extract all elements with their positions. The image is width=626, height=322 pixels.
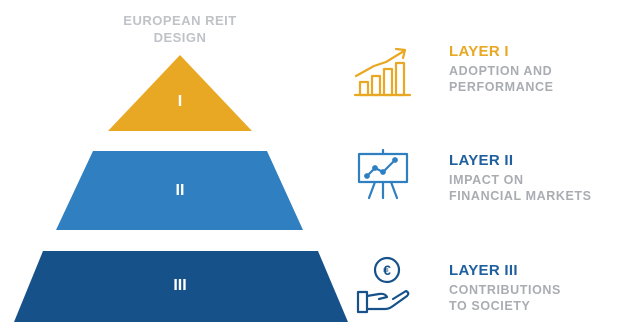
layer-3-text: LAYER III CONTRIBUTIONS TO SOCIETY: [449, 262, 624, 314]
layer-2-text: LAYER II IMPACT ON FINANCIAL MARKETS: [449, 152, 624, 204]
layer-1-description: ADOPTION AND PERFORMANCE: [449, 64, 554, 94]
pyramid-tier-3: [14, 251, 348, 322]
growth-bar-chart-icon: [353, 47, 412, 97]
tier-label-2: II: [175, 182, 185, 199]
euro-hand-icon: €: [356, 256, 410, 314]
tier-label-1: I: [177, 93, 183, 110]
presentation-board-icon: [357, 148, 409, 200]
pyramid-tier-1: [108, 55, 252, 131]
layer-1-title: LAYER I: [449, 43, 509, 60]
layer-3-description: CONTRIBUTIONS TO SOCIETY: [449, 283, 561, 313]
tier-label-3: III: [173, 277, 187, 294]
layer-2-title: LAYER II: [449, 152, 514, 169]
layer-1-text: LAYER I ADOPTION AND PERFORMANCE: [449, 43, 624, 95]
pyramid-title: EUROPEAN REIT DESIGN: [123, 13, 237, 45]
layer-2-description: IMPACT ON FINANCIAL MARKETS: [449, 173, 592, 203]
layer-3-title: LAYER III: [449, 262, 518, 279]
svg-text:€: €: [383, 262, 391, 278]
pyramid-tier-2: [56, 151, 303, 230]
